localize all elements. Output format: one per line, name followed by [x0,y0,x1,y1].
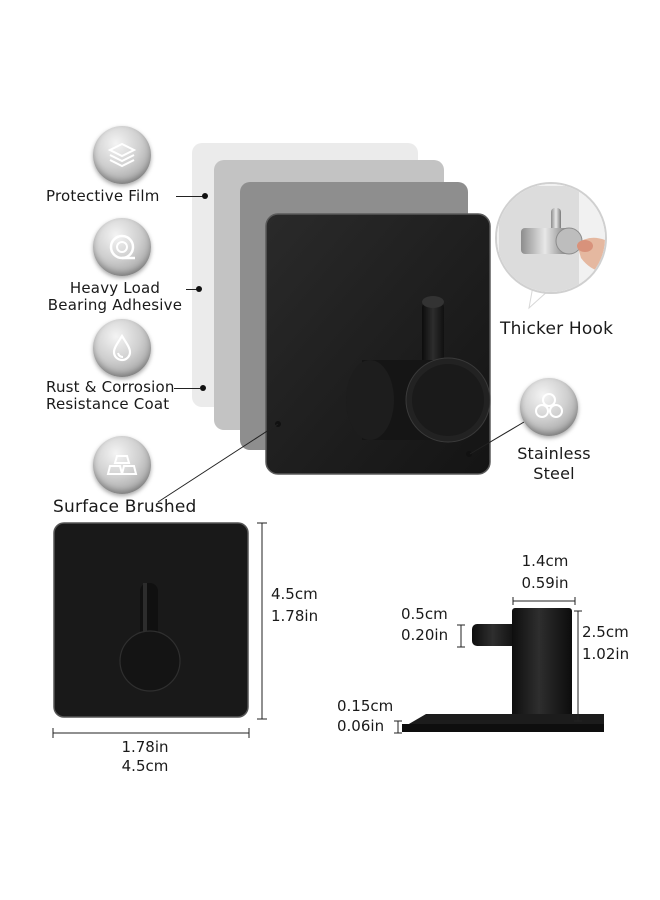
hook-width-dimension-line [512,597,576,605]
front-view-plate [53,522,249,718]
cubes-glyph [535,393,563,418]
label-heavy-load-line2: Bearing Adhesive [47,296,183,314]
side-height-cm: 2.5cm [582,623,629,641]
front-height-cm: 4.5cm [271,585,318,603]
label-protective-film: Protective Film [46,187,160,205]
label-rust: Rust & Corrosion Resistance Coat [46,379,175,413]
leader-heavy-load [186,289,198,290]
drop-glyph [112,333,132,362]
water-drop-icon [93,319,151,377]
side-view-hook [402,608,604,732]
base-dimension-line [394,720,402,734]
front-width-label: 1.78in 4.5cm [100,738,190,776]
base-label: 0.15cm 0.06in [337,696,393,736]
label-heavy-load: Heavy Load Bearing Adhesive [46,280,184,314]
label-stainless-line1: Stainless [517,444,591,463]
steel-cubes-icon [520,378,578,436]
side-height-dimension-line [574,610,582,722]
arm-cm: 0.5cm [401,605,448,623]
label-stainless-steel: Stainless Steel [506,444,602,484]
metal-ingots-icon [93,436,151,494]
front-width-dimension-line [52,728,250,738]
front-width-in: 1.78in [121,738,169,756]
leader-rust [174,388,200,389]
arm-in: 0.20in [401,626,449,644]
tape-glyph [109,234,135,260]
label-rust-line1: Rust & Corrosion [46,378,175,396]
front-width-cm: 4.5cm [121,757,169,775]
leader-surface-brushed [157,423,279,503]
hook-width-cm: 1.4cm [521,552,569,570]
ingots-glyph [106,455,138,475]
arm-dimension-line [457,624,465,648]
label-surface-brushed: Surface Brushed [53,497,197,517]
label-thicker-hook: Thicker Hook [500,319,614,339]
front-height-in: 1.78in [271,607,319,625]
label-heavy-load-line1: Heavy Load [69,279,161,297]
marker-heavy-load [196,286,202,292]
layers-icon [93,126,151,184]
adhesive-tape-icon [93,218,151,276]
hook-plate-3d [265,213,491,475]
hook-width-label: 1.4cm 0.59in [500,550,590,594]
marker-rust [200,385,206,391]
base-in: 0.06in [337,717,385,735]
side-height-in: 1.02in [582,645,630,663]
marker-protective-film [202,193,208,199]
marker-stainless [466,451,472,457]
hook-width-in: 0.59in [521,574,569,592]
thicker-hook-photo [495,182,607,310]
front-height-label: 4.5cm 1.78in [271,583,318,627]
label-rust-line2: Resistance Coat [46,395,170,413]
leader-stainless [469,421,525,455]
base-cm: 0.15cm [337,697,394,715]
front-height-dimension-line [257,522,267,720]
side-height-label: 2.5cm 1.02in [582,621,629,665]
leader-protective-film [176,196,204,197]
label-stainless-line2: Steel [533,464,575,483]
arm-label: 0.5cm 0.20in [401,604,448,646]
layers-glyph [107,142,137,168]
